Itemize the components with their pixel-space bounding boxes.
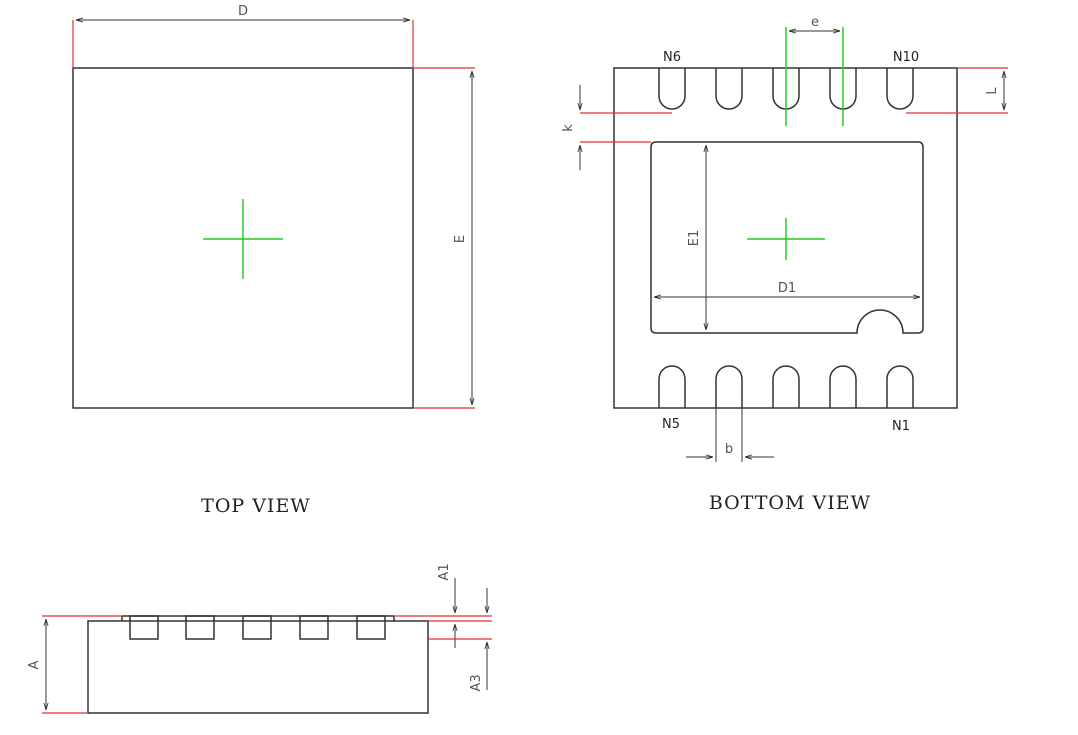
dim-A3: A3 [428,588,492,692]
bottom-view-centerline [747,218,825,260]
dim-D: D [72,4,414,68]
top-view-centerline [203,199,283,279]
side-view: A A1 A3 [27,563,492,714]
dim-E-label: E [453,235,468,243]
pad-N3 [772,365,800,408]
top-view-body [72,67,414,409]
side-view-body [87,620,429,714]
pad-N4 [715,365,743,408]
side-lead-5 [356,615,386,640]
pad-N2 [829,365,857,408]
top-view-title: TOP VIEW [201,495,311,517]
top-pin-row [658,68,914,110]
pad-N5 [658,365,686,408]
pin-label-bottom-left: N5 [662,417,680,432]
pin-label-bottom-right: N1 [892,419,910,434]
dim-k-label: k [561,124,576,132]
dim-A3-label: A3 [469,674,484,691]
dim-D1: D1 [654,281,920,297]
pin-label-top-left: N6 [663,50,681,65]
bottom-view-title: BOTTOM VIEW [709,492,871,514]
side-lead-4 [299,615,329,640]
top-view: D E TOP VIEW [72,4,475,517]
side-lead-2 [185,615,215,640]
dim-E1: E1 [687,145,706,330]
dim-b-label: b [725,442,733,457]
dim-A1-label: A1 [437,563,452,580]
pad-N1 [886,365,914,408]
dim-b: b [686,408,774,462]
exposed-pad [650,141,924,334]
dim-e-label: e [811,15,819,30]
dim-e: e [785,15,844,126]
dim-A1: A1 [394,563,492,648]
pad-N6 [658,68,686,110]
side-view-leads [129,615,386,640]
dim-E1-label: E1 [687,230,702,247]
side-lead-1 [129,615,159,640]
dim-k: k [561,85,672,170]
bottom-pin-row [658,365,914,408]
dim-D1-label: D1 [778,281,796,296]
dim-E: E [413,67,475,409]
dim-D-label: D [238,4,248,19]
side-lead-3 [242,615,272,640]
pin-label-top-right: N10 [893,50,919,65]
dim-L-label: L [985,87,1000,95]
pad-N7 [715,68,743,110]
dim-A: A [27,615,122,714]
dim-A-label: A [27,660,42,669]
pad-N10 [886,68,914,110]
dim-L: L [906,67,1008,114]
bottom-view: e L k E1 D1 [561,15,1008,514]
